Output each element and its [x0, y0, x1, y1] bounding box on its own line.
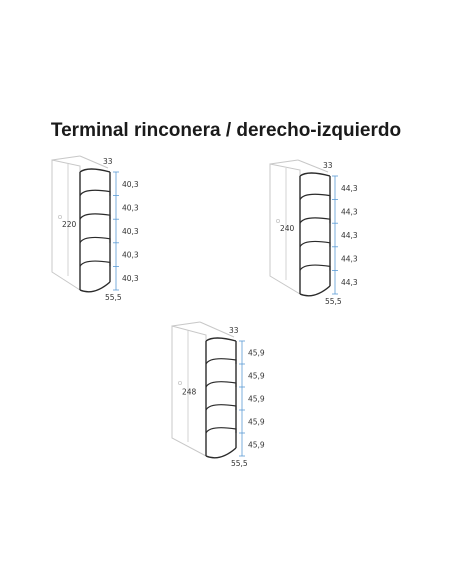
ghost-wardrobe-top-edge	[199, 321, 235, 338]
corner-shelf	[299, 240, 331, 248]
corner-shelf	[79, 189, 111, 196]
corner-shelf	[79, 260, 111, 267]
ghost-wardrobe-top	[51, 155, 81, 161]
shelf-spacing-label: 45,9	[248, 372, 265, 381]
ghost-wardrobe-top-edge	[297, 159, 329, 173]
shelf-spacing-label: 40,3	[122, 227, 139, 236]
shelf-spacing-label: 45,9	[248, 418, 265, 427]
depth-label: 55,5	[325, 297, 342, 306]
shelf-spacing-label: 44,3	[341, 184, 358, 193]
depth-label: 55,5	[231, 459, 248, 468]
shelf-spacing-label: 40,3	[122, 180, 139, 189]
ghost-handle	[275, 218, 280, 223]
corner-shelf	[205, 404, 237, 411]
unit-base	[79, 281, 111, 293]
height-label: 220	[62, 220, 77, 229]
unit-top	[205, 337, 237, 342]
shelf-spacing-label: 44,3	[341, 278, 358, 287]
unit-base	[299, 285, 331, 297]
unit-top	[299, 172, 331, 177]
shelf-spacing-label: 40,3	[122, 251, 139, 260]
shelf-spacing-label: 40,3	[122, 274, 139, 283]
shelf-spacing-label: 44,3	[341, 207, 358, 216]
corner-shelf	[79, 236, 111, 244]
ghost-wardrobe-top-edge	[79, 155, 109, 169]
ghost-handle	[177, 380, 182, 385]
corner-shelf	[299, 193, 331, 200]
shelf-spacing-label: 44,3	[341, 231, 358, 240]
corner-shelf	[205, 358, 237, 365]
corner-shelf	[299, 264, 331, 271]
shelf-spacing-label: 45,9	[248, 441, 265, 450]
unit-top	[79, 168, 111, 173]
shelf-spacing-label: 45,9	[248, 395, 265, 404]
shelf-spacing-label: 44,3	[341, 255, 358, 264]
corner-shelf	[205, 427, 237, 434]
top-width-label: 33	[229, 326, 239, 335]
ghost-handle	[58, 214, 63, 219]
height-label: 248	[182, 388, 197, 397]
ghost-wardrobe-top	[171, 321, 201, 327]
shelf-spacing-label: 40,3	[122, 203, 139, 212]
top-width-label: 33	[103, 157, 113, 166]
ghost-wardrobe-top	[269, 159, 299, 165]
corner-shelf	[299, 217, 331, 224]
unit-base	[205, 447, 237, 459]
depth-label: 55,5	[105, 293, 122, 302]
height-label: 240	[280, 224, 295, 233]
shelf-spacing-label: 45,9	[248, 349, 265, 358]
top-width-label: 33	[323, 161, 333, 170]
page-title: Terminal rinconera / derecho-izquierdo	[50, 120, 402, 141]
corner-shelf	[205, 381, 237, 388]
corner-shelf	[79, 213, 111, 220]
